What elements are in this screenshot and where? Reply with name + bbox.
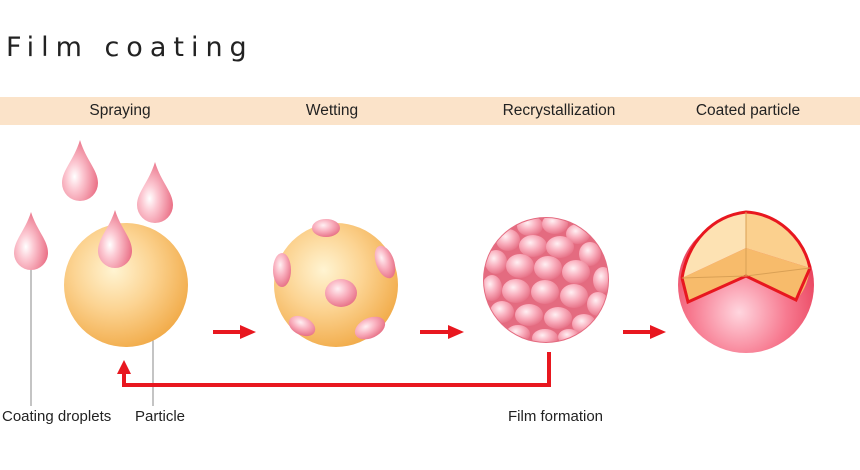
particle: [64, 223, 188, 347]
particle-label: Particle: [135, 408, 186, 425]
coating-droplets-label: Coating droplets: [2, 408, 112, 425]
coating-droplet: [14, 212, 48, 270]
process-arrow: [623, 325, 666, 339]
coating-droplet: [62, 140, 98, 201]
film-formation-loop-arrow: [117, 352, 551, 387]
coating-droplet: [98, 210, 132, 268]
stage-label-wetting: Wetting: [305, 102, 359, 119]
process-arrow: [213, 325, 256, 339]
coated-particle: [678, 210, 814, 353]
diagram-title: Film coating: [6, 32, 254, 63]
stage-label-coated-particle: Coated particle: [695, 102, 801, 119]
wetting-stage: [273, 219, 398, 347]
stage-label-spraying: Spraying: [89, 102, 151, 119]
film-formation-label: Film formation: [508, 408, 604, 425]
spraying-stage: [14, 140, 188, 406]
stage-header-band: [0, 97, 860, 125]
coating-droplet: [137, 162, 173, 223]
stage-label-recrystallization: Recrystallization: [502, 102, 616, 119]
process-arrow: [420, 325, 464, 339]
recrystallization-stage: [483, 217, 609, 343]
